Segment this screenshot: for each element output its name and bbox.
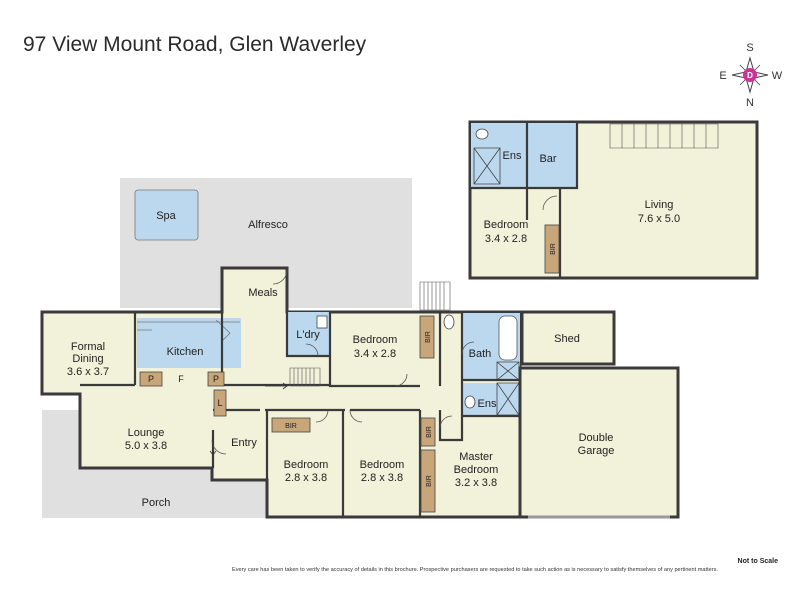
disclaimer: Every care has been taken to verify the …	[232, 567, 718, 573]
compass-e: E	[719, 70, 726, 82]
label-bedroom-c-size: 2.8 x 3.8	[361, 472, 403, 484]
label-laundry: L'dry	[296, 329, 320, 341]
label-bir-b: BIR	[285, 423, 297, 430]
label-bedroom-c: Bedroom	[360, 459, 405, 471]
label-living-size: 7.6 x 5.0	[638, 213, 680, 225]
scale-note: Not to Scale	[737, 558, 778, 565]
kitchen-area	[137, 318, 241, 368]
label-pantry-right: P	[213, 374, 219, 384]
compass-center: D	[747, 71, 753, 80]
label-bir-c: BIR	[426, 426, 433, 438]
label-kitchen: Kitchen	[167, 346, 204, 358]
toilet-ens-lower	[464, 395, 476, 409]
label-bedroom-b-size: 2.8 x 3.8	[285, 472, 327, 484]
spa	[134, 189, 199, 241]
label-bar: Bar	[539, 153, 556, 165]
page-title: 97 View Mount Road, Glen Waverley	[23, 33, 367, 56]
shed	[520, 310, 616, 366]
label-meals: Meals	[248, 287, 278, 299]
pantry-left	[139, 371, 163, 387]
label-bir-master: BIR	[426, 475, 433, 487]
upper-door	[542, 195, 558, 211]
label-bir-upper: BIR	[550, 243, 557, 255]
label-garage-1: Double	[579, 432, 614, 444]
pantry-right	[207, 371, 225, 387]
interior-walls	[42, 312, 520, 517]
label-linen: L	[217, 398, 222, 408]
label-master-1: Master	[459, 451, 493, 463]
compass-w: W	[772, 70, 783, 82]
label-porch: Porch	[142, 497, 171, 509]
label-bir-a: BIR	[425, 331, 432, 343]
label-ens-lower: Ens	[478, 398, 497, 410]
linen-cupboard	[213, 389, 227, 417]
compass-n: N	[746, 97, 754, 109]
compass-icon: D S W E N	[719, 42, 782, 109]
door-swings	[211, 269, 475, 455]
label-alfresco: Alfresco	[248, 219, 288, 231]
arrow-entry	[209, 435, 217, 456]
label-bedroom-upper-size: 3.4 x 2.8	[485, 233, 527, 245]
label-pantry-left: P	[148, 374, 154, 384]
bir-bed-c	[420, 417, 436, 447]
label-formal-2: Dining	[72, 353, 103, 365]
label-bath: Bath	[469, 348, 492, 360]
stairs-interior	[289, 367, 321, 387]
label-entry: Entry	[231, 437, 257, 449]
basin-laundry	[316, 315, 328, 329]
label-garage-2: Garage	[578, 445, 615, 457]
bir-bed-b	[271, 417, 311, 433]
upper-stairs	[609, 123, 719, 149]
stairs-outdoor	[419, 281, 451, 311]
toilet-upper	[475, 128, 489, 140]
label-bedroom-a-size: 3.4 x 2.8	[354, 348, 396, 360]
double-garage	[518, 366, 680, 519]
label-formal-1: Formal	[71, 341, 105, 353]
label-living: Living	[645, 199, 674, 211]
bathtub	[498, 315, 518, 361]
label-lounge-size: 5.0 x 3.8	[125, 440, 167, 452]
label-bedroom-upper: Bedroom	[484, 219, 529, 231]
bar-area	[527, 123, 577, 188]
label-fridge: F	[178, 374, 184, 384]
bir-bed-a	[419, 315, 435, 359]
compass-s: S	[746, 42, 753, 54]
bir-master	[420, 449, 436, 513]
arrow-stairs	[265, 382, 288, 390]
label-bedroom-a: Bedroom	[353, 334, 398, 346]
toilet-lower	[443, 314, 455, 330]
label-shed: Shed	[554, 333, 580, 345]
upper-walls	[471, 123, 579, 278]
label-master-2: Bedroom	[454, 464, 499, 476]
label-bedroom-b: Bedroom	[284, 459, 329, 471]
label-spa: Spa	[156, 210, 176, 222]
shower-upper	[473, 147, 501, 185]
label-ens-upper: Ens	[503, 150, 522, 162]
label-lounge: Lounge	[128, 427, 165, 439]
label-formal-size: 3.6 x 3.7	[67, 366, 109, 378]
label-master-size: 3.2 x 3.8	[455, 477, 497, 489]
bir-upper	[544, 224, 560, 274]
